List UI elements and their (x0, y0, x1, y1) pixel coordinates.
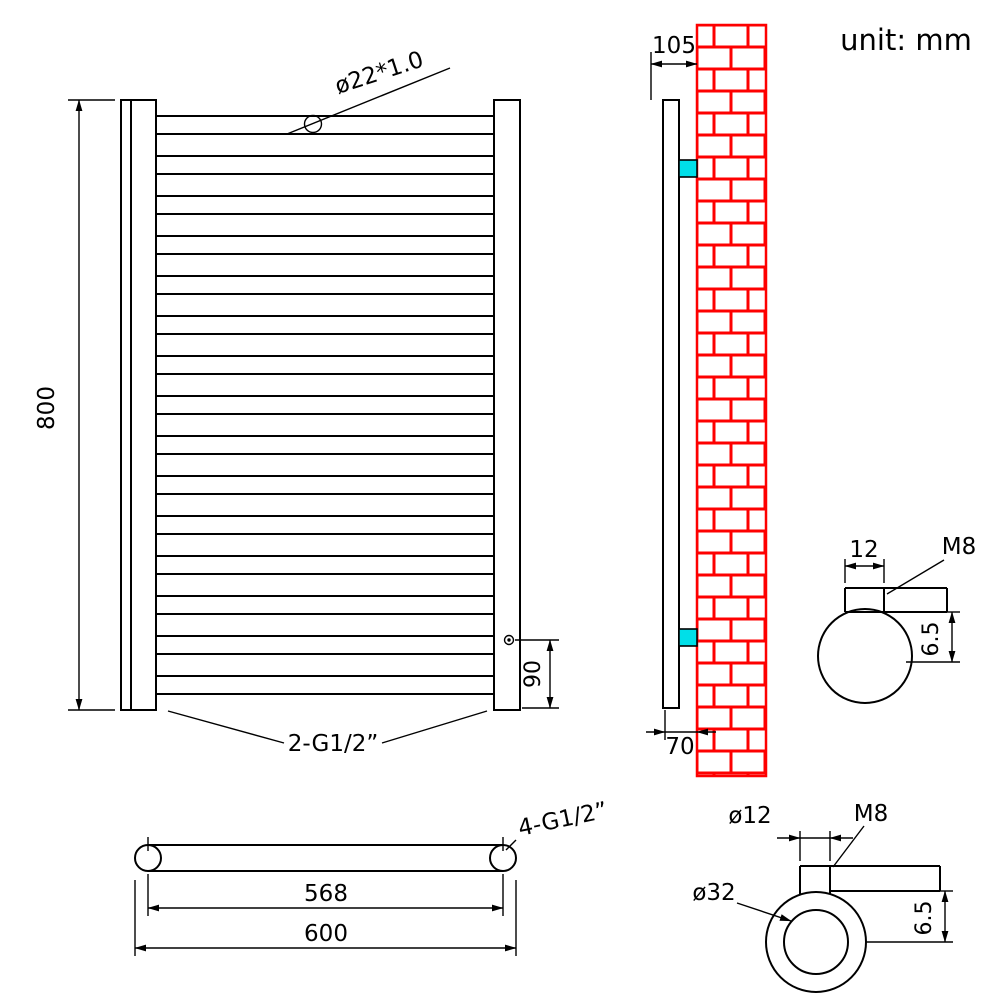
bottom-connection-label: 2-G1/2” (288, 731, 379, 757)
dimension-568: 568 (147, 874, 504, 916)
o32-leader-line (736, 902, 792, 922)
fixing-hole-circle (503, 634, 515, 646)
towel-bar (155, 635, 495, 655)
dimension-600: 600 (134, 880, 517, 956)
dim-o32-label: ø32 (692, 880, 735, 906)
unit-label: unit: mm (840, 23, 972, 57)
dim-105-label: 105 (652, 33, 696, 59)
m8-leader-line (832, 825, 865, 868)
dim-70-label: 70 (665, 734, 694, 760)
connection-leader-line (505, 839, 517, 851)
tube-section-circle (303, 114, 323, 134)
wall-bracket-upper (678, 159, 698, 178)
brick-wall (695, 23, 768, 778)
dim-o12-label: ø12 (728, 803, 771, 829)
towel-bar (155, 155, 495, 175)
towel-bar (155, 275, 495, 295)
dim-12-label: 12 (849, 537, 878, 563)
towel-bar (155, 435, 495, 455)
towel-bar (155, 235, 495, 255)
tube-leader-line (286, 67, 451, 135)
bracket-wall-plate (817, 608, 913, 704)
dim-6-5-upper-label: 6.5 (919, 622, 944, 657)
towel-bar (155, 315, 495, 335)
m8-label-upper: M8 (942, 534, 976, 560)
side-view: 105 70 (646, 23, 768, 778)
dimension-6-5-upper: 6.5 (906, 611, 960, 663)
bracket-detail-lower: ø12 M8 ø32 6.5 (692, 801, 953, 993)
dimension-12: 12 (844, 537, 885, 583)
leader-line (381, 710, 488, 744)
fixing-hole-center (507, 638, 511, 642)
top-connection-label: 4-G1/2” (516, 798, 610, 842)
dimension-90: 90 (515, 639, 559, 709)
bracket-shaft-arm (799, 865, 941, 895)
bottom-connection-callout: 2-G1/2” (167, 710, 488, 757)
towel-bar (155, 515, 495, 535)
bracket-inner-circle (783, 909, 849, 975)
towel-bar (155, 395, 495, 415)
towel-bars (155, 115, 495, 695)
dim-6-5-lower-label: 6.5 (912, 901, 937, 936)
towel-bar (155, 355, 495, 375)
top-view: 4-G1/2” 568 600 (134, 798, 610, 956)
dimension-70: 70 (646, 710, 716, 760)
towel-bar (155, 675, 495, 695)
bracket-detail-upper: 12 M8 6.5 (817, 534, 976, 704)
front-view: ø22*1.0 800 2-G1/2” 90 (34, 47, 559, 757)
wall-bracket-lower (678, 628, 698, 647)
dim-600-label: 600 (304, 921, 348, 947)
towel-bar (155, 195, 495, 215)
tube-label: ø22*1.0 (332, 47, 427, 100)
left-rail (120, 99, 157, 711)
towel-bar (155, 595, 495, 615)
dimension-800: 800 (34, 99, 115, 711)
m8-label-lower: M8 (854, 801, 888, 827)
dimension-105: 105 (650, 33, 698, 100)
radiator-profile (662, 99, 680, 709)
dim-800-label: 800 (34, 386, 60, 430)
dim-568-label: 568 (304, 881, 348, 907)
dimension-o12: ø12 (728, 803, 853, 861)
towel-bar (155, 555, 495, 575)
towel-bar (155, 475, 495, 495)
right-rail (493, 99, 521, 711)
dim-90-label: 90 (521, 660, 546, 688)
m8-leader-line (886, 559, 945, 595)
bracket-outer-circle (765, 891, 867, 993)
leader-line (167, 710, 285, 744)
dimension-6-5-lower: 6.5 (866, 890, 953, 943)
